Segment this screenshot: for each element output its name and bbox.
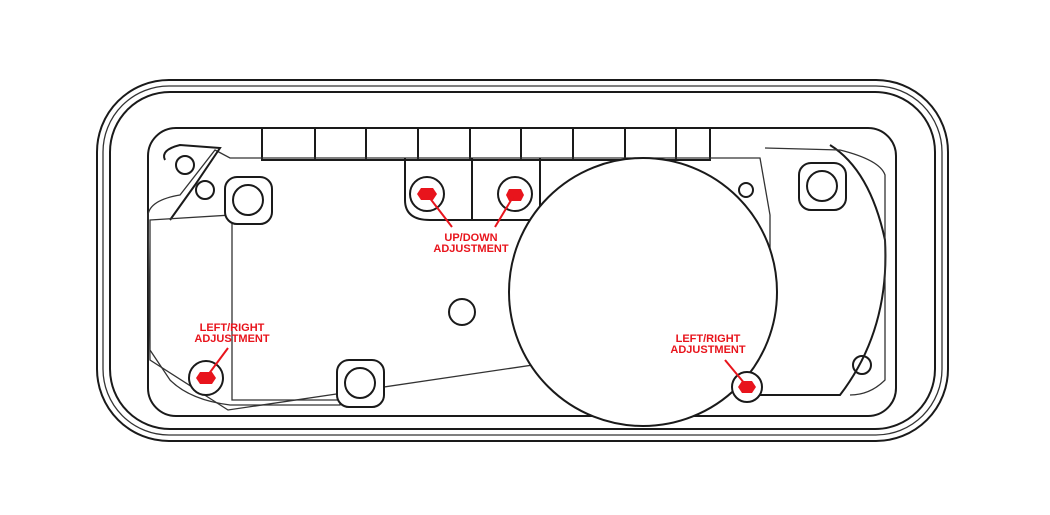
top-tabs (261, 127, 711, 161)
up-down-label-line2: ADJUSTMENT (433, 243, 508, 255)
lens-bulb (508, 157, 778, 427)
hole (448, 298, 476, 326)
leader-line (207, 347, 229, 376)
left-right-label-left-line2: ADJUSTMENT (194, 333, 269, 345)
left-right-screw-left (188, 360, 224, 396)
mount-boss (224, 176, 273, 225)
hole (175, 155, 195, 175)
left-right-label-right-line2: ADJUSTMENT (670, 344, 745, 356)
right-mount (764, 147, 886, 396)
up-down-screw-left (409, 176, 445, 212)
up-down-label-line1: UP/DOWN (444, 232, 497, 244)
leader-line (428, 196, 514, 228)
housing-rim (102, 85, 943, 436)
left-right-screw-right (731, 371, 763, 403)
hole (738, 182, 754, 198)
left-right-label-left-line1: LEFT/RIGHT (200, 322, 265, 334)
left-mount (149, 214, 341, 406)
mount-boss (336, 359, 385, 408)
mount-boss (798, 162, 847, 211)
up-down-screw-right (497, 176, 533, 212)
housing-outer (96, 79, 949, 442)
left-bracket (163, 143, 222, 221)
leader-line (724, 359, 746, 385)
housing-inner (109, 91, 936, 430)
hole (195, 180, 215, 200)
left-right-label-right-line1: LEFT/RIGHT (676, 333, 741, 345)
adjuster-housing (404, 158, 541, 221)
hole (852, 355, 872, 375)
